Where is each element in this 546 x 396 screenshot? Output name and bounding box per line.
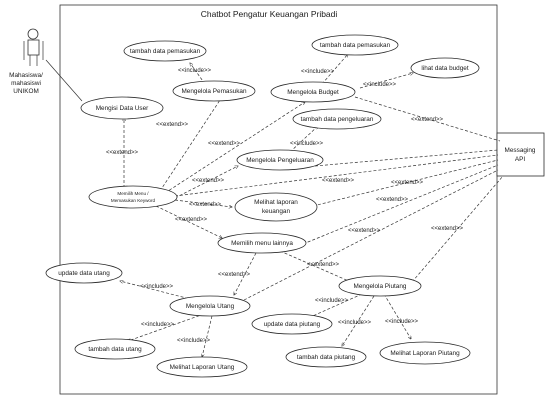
label-extend: <<extend>>: [411, 117, 444, 123]
label-extend: <<extend>>: [218, 272, 251, 278]
svg-text:Memilih menu lainnya: Memilih menu lainnya: [231, 240, 293, 247]
svg-text:Mengelola Piutang: Mengelola Piutang: [354, 283, 407, 290]
label-include: <<include>>: [385, 319, 419, 325]
svg-text:Mengisi Data User: Mengisi Data User: [96, 105, 149, 112]
label-include: <<include>>: [315, 298, 349, 304]
actor-api-label-1: Messaging: [505, 147, 536, 154]
svg-text:Mengelola Budget: Mengelola Budget: [287, 89, 339, 96]
actor-user-label-3: UNIKOM: [13, 88, 39, 95]
label-extend: <<extend>>: [322, 178, 355, 184]
use-case-tambah-pemasukan: tambah data pemasukan: [123, 40, 207, 62]
use-case-memilih-menu-lainnya: Memilih menu lainnya: [217, 232, 307, 254]
label-include: <<include>>: [177, 338, 211, 344]
use-case-laporan-piutang: Melihat Laporan Piutang: [379, 341, 471, 365]
svg-text:keuangan: keuangan: [262, 208, 291, 215]
label-include: <<include>>: [338, 320, 372, 326]
label-extend: <<extend>>: [156, 122, 189, 128]
svg-text:Melihat Laporan Utang: Melihat Laporan Utang: [170, 364, 235, 371]
actor-user-icon: [23, 28, 44, 66]
actor-api-label-2: API: [515, 156, 526, 163]
label-include: <<include>>: [363, 82, 397, 88]
relation-labels: <<include>> <<include>> <<include>> <<ex…: [106, 68, 464, 344]
label-extend: <<extend>>: [175, 217, 208, 223]
label-include: <<include>>: [178, 68, 212, 74]
label-extend: <<extend>>: [106, 150, 139, 156]
svg-text:Memilih Menu /: Memilih Menu /: [117, 191, 149, 196]
use-case-lihat-budget: lihat data budget: [410, 57, 480, 79]
use-case-mengelola-pengeluaran: Mengelola Pengeluaran: [236, 149, 324, 171]
svg-text:tambah data pemasukan: tambah data pemasukan: [320, 42, 391, 49]
svg-text:Memasukan Keyword: Memasukan Keyword: [111, 198, 156, 203]
label-extend: <<extend>>: [192, 178, 225, 184]
svg-text:Mengelola Utang: Mengelola Utang: [186, 303, 235, 310]
system-boundary: [59, 4, 498, 395]
use-case-tambah-utang: tambah data utang: [74, 338, 156, 360]
use-case-update-utang: update data utang: [45, 262, 123, 284]
use-case-mengelola-budget: Mengelola Budget: [270, 81, 356, 103]
label-extend: <<extend>>: [307, 262, 340, 268]
label-extend: <<extend>>: [391, 180, 424, 186]
svg-text:Mengelola Pengeluaran: Mengelola Pengeluaran: [246, 157, 314, 164]
svg-text:tambah data utang: tambah data utang: [88, 346, 142, 353]
label-extend: <<extend>>: [431, 226, 464, 232]
svg-text:Melihat laporan: Melihat laporan: [254, 199, 298, 206]
svg-text:tambah data piutang: tambah data piutang: [297, 354, 356, 361]
svg-text:tambah data pemasukan: tambah data pemasukan: [130, 48, 201, 55]
use-case-mengelola-pemasukan: Mengelola Pemasukan: [172, 80, 256, 102]
association-user: [45, 59, 83, 102]
label-include: <<include>>: [290, 141, 324, 147]
use-case-mengisi-data-user: Mengisi Data User: [80, 96, 164, 120]
svg-text:Melihat Laporan Piutang: Melihat Laporan Piutang: [390, 350, 460, 357]
use-case-mengelola-piutang: Mengelola Piutang: [338, 275, 422, 297]
label-extend: <<extend>>: [208, 141, 241, 147]
svg-text:Mengelola Pemasukan: Mengelola Pemasukan: [181, 88, 246, 95]
connectors: [45, 54, 504, 357]
use-case-tambah-pengeluaran: tambah data pengeluaran: [292, 108, 382, 130]
use-case-tambah-piutang: tambah data piutang: [285, 346, 367, 368]
use-case-memilih-menu: Memilih Menu / Memasukan Keyword: [88, 185, 178, 209]
use-case-update-piutang: update data piutang: [251, 313, 333, 335]
label-include: <<include>>: [141, 322, 175, 328]
use-case-mengelola-utang: Mengelola Utang: [169, 295, 251, 317]
actor-user-label-1: Mahasiswa/: [9, 72, 43, 79]
label-include: <<include>>: [301, 69, 335, 75]
svg-text:lihat data budget: lihat data budget: [421, 65, 468, 72]
svg-text:tambah data pengeluaran: tambah data pengeluaran: [301, 116, 374, 123]
diagram-title: Chatbot Pengatur Keuangan Pribadi: [201, 9, 338, 19]
use-case-laporan-utang: Melihat Laporan Utang: [156, 356, 248, 378]
use-case-melihat-laporan: Melihat laporan keuangan: [234, 192, 318, 222]
actor-user-label-2: mahasiswi: [11, 80, 41, 87]
svg-text:update data utang: update data utang: [58, 270, 110, 277]
label-extend: <<extend>>: [376, 197, 409, 203]
label-extend: <<extend>>: [189, 202, 222, 208]
use-case-tambah-pemasukan-2: tambah data pemasukan: [311, 34, 399, 56]
label-extend: <<extend>>: [348, 228, 381, 234]
label-include: <<include>>: [140, 284, 174, 290]
actor-messaging-api: [496, 132, 545, 177]
svg-text:update data piutang: update data piutang: [264, 321, 321, 328]
